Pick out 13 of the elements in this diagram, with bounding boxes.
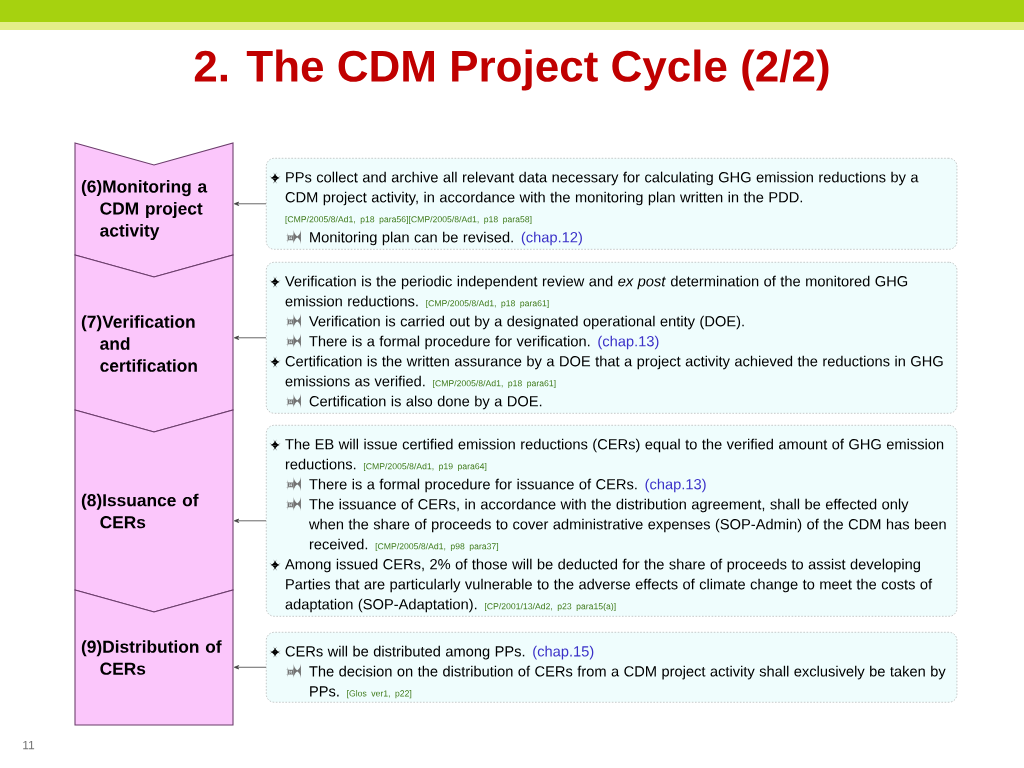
title: 2. The CDM Project Cycle (2/2) — [194, 49, 829, 91]
text-box: CERs will be distributed among PPs. (chap.15) The decision on the distribution of CERs from a CDM project activity shall exclusively be taken by PPs. [Glos ver1, p22] — [266, 632, 958, 703]
step-box: (6)Monitoring a CDM project activity — [74, 142, 234, 278]
arrow — [233, 665, 267, 670]
text-box: The EB will issue certified emission reductions (CERs) equal to the verified amount of GHG emission reductions. [CMP/2005/8/Ad1, p19 para64] There is a formal procedure for issuance of CERs. (chap.13) The issuance of CERs, in accordance with the distribution agreement, shall be effected only when the share of proceeds to cover administrative expenses (SOP-Admin) of the CDM has been received. [CMP/2005/8/Ad1, p98 para37] Among issued CERs, 2% of those will be deducted for the share of proceeds to assist developing Parties that are particularly vulnerable to the adverse effects of climate change to meet the costs of adaptation (SOP-Adaptation). [CP/2001/13/Ad2, p23 para15(a)] — [266, 425, 958, 617]
step-box: (7)Verification and certification — [74, 254, 234, 433]
arrow — [233, 518, 267, 523]
text-box: PPs collect and archive all relevant data necessary for calculating GHG emission reductions by a CDM project activity, in accordance with the monitoring plan written in the PDD. [CMP/2005/8/Ad1, p18 para56][CMP/2005/8/Ad1, p18 para58] Monitoring plan can be revised. (chap.12) — [266, 158, 958, 250]
arrow — [233, 335, 267, 340]
text-box: Verification is the periodic independent review and ex post determination of the monitored GHG emission reductions. [CMP/2005/8/Ad1, p18 para61] Verification is carried out by a designated operational entity (DOE). There is a formal procedure for verification. (chap.13) Certification is the written assurance by a DOE that a project activity achieved the reductions in GHG emissions as verified. [CMP/2005/8/Ad1, p18 para61] Certification is also done by a DOE. — [266, 262, 958, 414]
page-number: 11 — [23, 740, 35, 750]
arrow — [233, 201, 267, 206]
step-box: (9)Distribution of CERs — [74, 589, 234, 726]
